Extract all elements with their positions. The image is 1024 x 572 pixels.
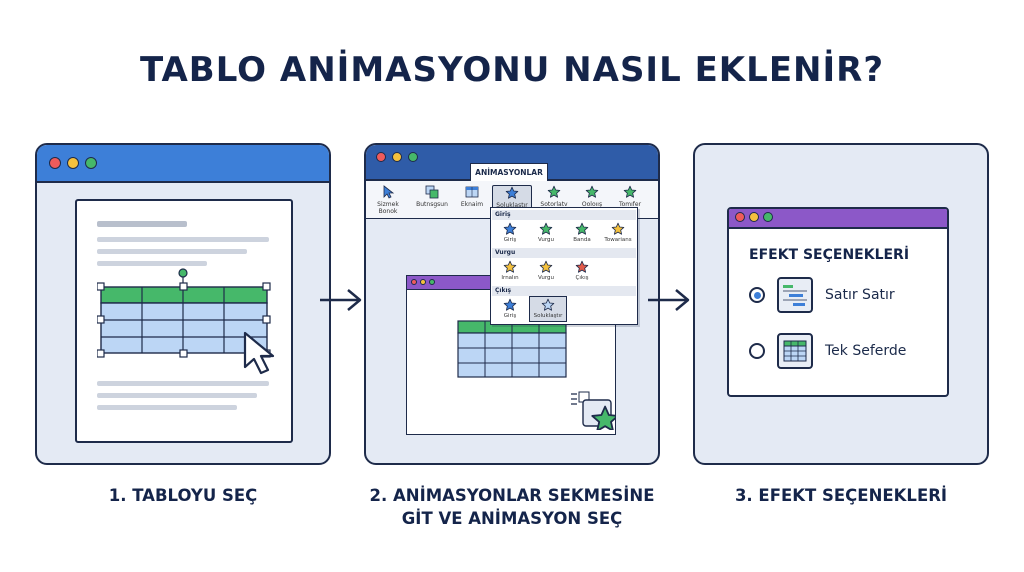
ribbon-button[interactable]: Sotorlatv <box>534 185 574 208</box>
star-icon <box>541 298 555 312</box>
star-icon <box>575 260 589 274</box>
section-header: Vurgu <box>492 248 636 258</box>
animation-option[interactable]: Çıkış <box>565 260 599 281</box>
document-page <box>75 199 293 443</box>
mouse-pointer-icon <box>243 331 275 375</box>
minimize-dot-icon[interactable] <box>749 212 759 222</box>
close-dot-icon[interactable] <box>735 212 745 222</box>
dialog-title: EFEKT SEÇENEKLERİ <box>749 247 910 263</box>
table-icon <box>465 186 479 198</box>
minimize-dot-icon <box>420 279 426 285</box>
star-icon <box>503 298 517 312</box>
section-header: Çıkış <box>492 286 636 296</box>
animation-option[interactable]: Vurgu <box>529 260 563 281</box>
step-3-caption: 3. EFEKT SEÇENEKLERİ <box>734 486 948 505</box>
animation-option-selected[interactable]: Soluklaştır <box>529 296 567 322</box>
cursor-icon <box>383 185 395 199</box>
effect-options-dialog: EFEKT SEÇENEKLERİ Satır Satır <box>727 207 949 397</box>
star-icon <box>505 186 519 200</box>
close-dot-icon[interactable] <box>49 157 61 169</box>
ribbon-button[interactable]: Tomıfer <box>610 185 650 208</box>
animation-option[interactable]: Banda <box>565 222 599 243</box>
window-titlebar <box>37 145 329 183</box>
step-2-caption: 2. ANİMASYONLAR SEKMESİNE GİT VE ANİMASY… <box>369 486 655 528</box>
option-all-at-once[interactable]: Tek Seferde <box>749 333 906 369</box>
selected-table[interactable] <box>97 263 277 367</box>
step-2-panel: ANİMASYONLAR Sizmek Bonok Butnsgsun Ekna… <box>364 143 660 465</box>
minimize-dot-icon[interactable] <box>67 157 79 169</box>
option-label: Satır Satır <box>825 287 895 303</box>
star-icon <box>575 222 589 236</box>
animation-gallery-dropdown: Giriş Giriş Vurgu Banda Towarians Vurgu … <box>490 207 638 325</box>
minimize-dot-icon[interactable] <box>392 152 402 162</box>
arrow-right-icon <box>320 289 362 311</box>
option-label: Tek Seferde <box>825 343 907 359</box>
animation-option[interactable]: Vurgu <box>529 222 563 243</box>
section-header: Giriş <box>492 210 636 220</box>
ribbon-button[interactable]: Ooloıış <box>572 185 612 208</box>
star-icon <box>503 222 517 236</box>
page-title: TABLO ANİMASYONU NASIL EKLENİR? <box>139 50 885 90</box>
star-icon <box>611 222 625 236</box>
close-dot-icon <box>411 279 417 285</box>
maximize-dot-icon[interactable] <box>408 152 418 162</box>
radio-selected[interactable] <box>749 287 765 303</box>
close-dot-icon[interactable] <box>376 152 386 162</box>
maximize-dot-icon[interactable] <box>85 157 97 169</box>
ribbon-button[interactable]: Sizmek Bonok <box>368 185 408 215</box>
animation-option[interactable]: Giriş <box>493 298 527 319</box>
star-icon <box>547 185 561 199</box>
slide-table[interactable] <box>457 320 569 382</box>
option-by-row[interactable]: Satır Satır <box>749 277 895 313</box>
ribbon-button[interactable]: Butnsgsun <box>412 185 452 208</box>
animation-option[interactable]: Towarians <box>601 222 635 243</box>
copy-icon <box>425 185 439 199</box>
animation-option[interactable]: Irnalın <box>493 260 527 281</box>
window-titlebar: ANİMASYONLAR <box>366 145 658 181</box>
animation-badge-icon <box>571 391 615 430</box>
tab-animations[interactable]: ANİMASYONLAR <box>470 163 548 181</box>
table-icon <box>777 333 813 369</box>
maximize-dot-icon[interactable] <box>763 212 773 222</box>
ribbon-button[interactable]: Eknaim <box>452 185 492 208</box>
step-1-panel <box>35 143 331 465</box>
radio-unselected[interactable] <box>749 343 765 359</box>
step-1-caption: 1. TABLOYU SEÇ <box>108 486 258 505</box>
star-icon <box>539 222 553 236</box>
star-icon <box>539 260 553 274</box>
arrow-right-icon <box>648 289 690 311</box>
star-icon <box>585 185 599 199</box>
animation-option[interactable]: Giriş <box>493 222 527 243</box>
step-3-panel: EFEKT SEÇENEKLERİ Satır Satır <box>693 143 989 465</box>
star-icon <box>503 260 517 274</box>
star-icon <box>623 185 637 199</box>
maximize-dot-icon <box>429 279 435 285</box>
gantt-icon <box>777 277 813 313</box>
